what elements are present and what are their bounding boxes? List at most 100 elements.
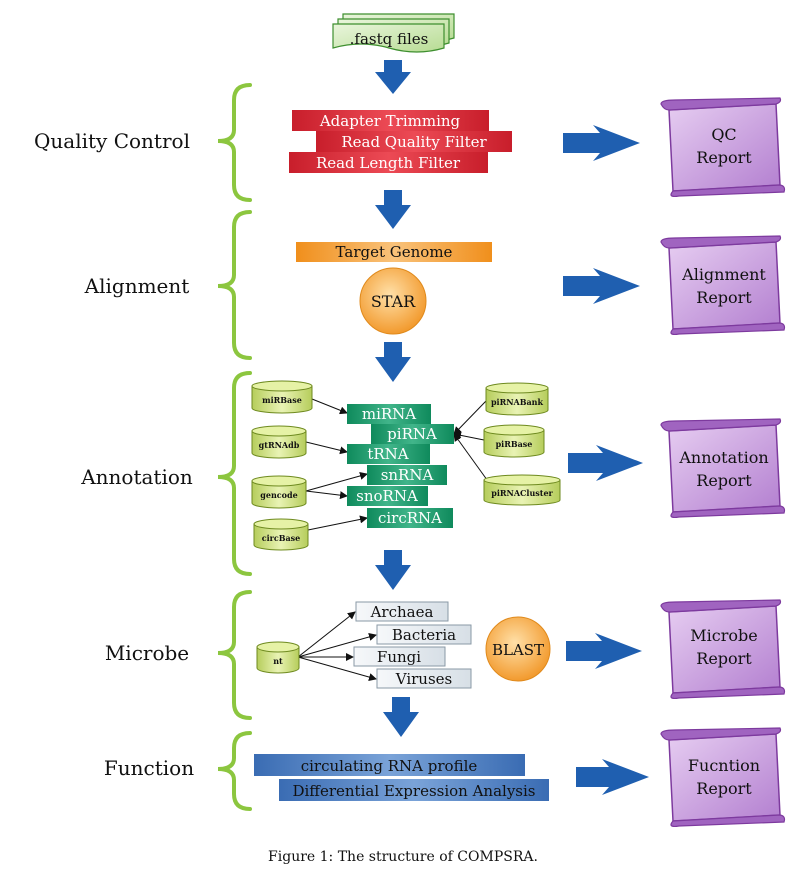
report-arrows <box>563 125 649 795</box>
taxon-bacteria: Bacteria <box>392 626 456 644</box>
star-tool-label: STAR <box>371 292 416 311</box>
fastq-label: .fastq files <box>350 30 429 48</box>
db-label-gencode: gencode <box>260 490 297 500</box>
database-mirbase: miRBase <box>251 380 313 414</box>
stage-label-microbe: Microbe <box>105 641 189 665</box>
report-qc-line1: QC <box>711 125 736 144</box>
connector-nt-viruses <box>297 656 377 681</box>
database-pirbase: piRBase <box>483 424 545 458</box>
qc-step-adapter-trimming: Adapter Trimming <box>319 112 461 130</box>
report-microbe: Microbe Report <box>660 599 786 700</box>
db-label-circbase: circBase <box>262 533 301 543</box>
report-annotation: Annotation Report <box>660 418 786 519</box>
report-alignment: Alignment Report <box>660 235 786 336</box>
down-arrow <box>375 550 411 590</box>
report-function: Fucntion Report <box>660 727 786 828</box>
connector-nt-archaea <box>297 611 356 658</box>
right-arrow <box>563 268 640 304</box>
connector-pirnabank-pirna <box>453 400 487 435</box>
down-arrow <box>375 190 411 229</box>
report-qc: QC Report <box>660 97 786 198</box>
taxon-viruses: Viruses <box>395 670 452 688</box>
down-arrow <box>375 342 411 382</box>
blast-tool: BLAST <box>485 616 551 682</box>
flow-arrows <box>375 60 419 737</box>
connector-pirbase-pirna <box>453 431 485 441</box>
rna-mirna: miRNA <box>362 405 416 423</box>
taxon-archaea: Archaea <box>370 603 434 621</box>
rna-types: miRNA piRNA tRNA snRNA snoRNA circRNA <box>347 404 454 528</box>
report-microbe-line2: Report <box>696 649 752 668</box>
function-step-bar <box>279 779 549 801</box>
rna-pirna: piRNA <box>387 425 437 443</box>
blast-tool-label: BLAST <box>492 641 544 659</box>
stage-label-alignment: Alignment <box>84 274 190 298</box>
connector-circbase-circrna <box>307 515 368 531</box>
stage-label-annotation: Annotation <box>80 465 193 489</box>
fastq-input: .fastq files <box>332 13 455 53</box>
brace-function <box>217 731 252 811</box>
right-arrow <box>568 445 643 481</box>
alignment-steps: Target Genome STAR <box>296 242 492 335</box>
stage-label-quality-control: Quality Control <box>34 129 190 153</box>
down-arrow <box>375 60 411 94</box>
qc-step-bar <box>292 110 489 131</box>
target-genome-bar <box>296 242 492 262</box>
qc-step-bar <box>289 152 488 173</box>
target-genome-label: Target Genome <box>336 243 453 261</box>
database-pirnabank: piRNABank <box>485 382 549 416</box>
function-step-profile: circulating RNA profile <box>301 757 478 775</box>
database-pirnacluster: piRNACluster <box>483 474 561 506</box>
database-nt: nt <box>256 641 300 674</box>
stage-label-function: Function <box>104 756 194 780</box>
function-step-differential: Differential Expression Analysis <box>292 782 535 800</box>
report-function-line2: Report <box>696 779 752 798</box>
microbe-taxa: Archaea Bacteria Fungi Viruses <box>353 601 472 689</box>
connector-mirbase-mirna <box>311 398 348 415</box>
qc-steps: Adapter Trimming Read Quality Filter Rea… <box>289 110 512 173</box>
db-label-pirnacluster: piRNACluster <box>491 488 553 498</box>
database-gencode: gencode <box>251 475 307 509</box>
brace-microbe <box>217 590 252 720</box>
database-circbase: circBase <box>253 518 309 551</box>
connector-pirnacluster-pirna <box>453 433 491 485</box>
brace-quality-control <box>217 83 252 202</box>
taxon-fungi: Fungi <box>377 648 421 666</box>
connector-gencode-snorna <box>305 490 348 500</box>
right-arrow <box>566 633 642 669</box>
connector-gtrnadb-trna <box>305 441 348 455</box>
right-arrow <box>563 125 640 161</box>
db-label-pirbase: piRBase <box>496 439 533 449</box>
connector-gencode-snrna <box>305 472 368 492</box>
down-arrow <box>383 697 419 737</box>
db-label-gtrnadb: gtRNAdb <box>259 440 300 450</box>
brace-alignment <box>217 210 252 360</box>
report-microbe-line1: Microbe <box>690 626 757 645</box>
report-annotation-line1: Annotation <box>678 448 768 467</box>
db-label-mirbase: miRBase <box>262 395 302 405</box>
stage-labels: Quality Control Alignment Annotation Mic… <box>34 129 194 780</box>
annotation-connectors <box>305 398 491 531</box>
rna-circrna: circRNA <box>378 509 442 527</box>
connector-nt-bacteria <box>297 633 377 658</box>
figure-caption: Figure 1: The structure of COMPSRA. <box>268 849 538 865</box>
stage-braces <box>217 83 252 811</box>
report-alignment-line2: Report <box>696 288 752 307</box>
database-gtrnadb: gtRNAdb <box>251 425 307 459</box>
annotation-databases: miRBase gtRNAdb gencode circBase piRNABa… <box>251 380 561 551</box>
report-alignment-line1: Alignment <box>681 265 766 284</box>
microbe-connectors <box>297 611 377 681</box>
db-label-nt: nt <box>273 656 283 666</box>
db-label-pirnabank: piRNABank <box>491 397 544 407</box>
rna-trna: tRNA <box>367 445 408 463</box>
qc-step-read-length-filter: Read Length Filter <box>316 154 461 172</box>
right-arrow <box>576 759 649 795</box>
function-steps: circulating RNA profile Differential Exp… <box>254 754 549 801</box>
report-scrolls: QC Report Alignment Report Annotation Re… <box>660 97 786 828</box>
rna-snorna: snoRNA <box>356 487 418 505</box>
qc-step-bar <box>316 131 512 152</box>
function-step-bar <box>254 754 525 776</box>
brace-annotation <box>217 371 252 576</box>
report-qc-line2: Report <box>696 148 752 167</box>
